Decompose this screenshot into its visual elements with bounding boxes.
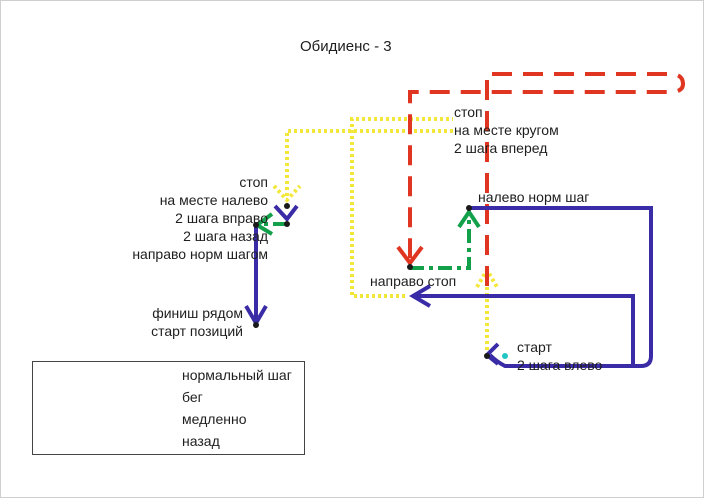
point-finish [253, 322, 259, 328]
label-line: на месте кругом [454, 122, 559, 138]
run-route [396, 72, 686, 286]
label-start: старт 2 шага влево [517, 338, 602, 374]
point-start [484, 353, 490, 359]
label-left-norm: налево норм шаг [478, 189, 590, 205]
slow-path-bottom-left [350, 117, 453, 298]
label-line: 2 шага назад [183, 228, 268, 244]
legend-item-back: назад [33, 430, 304, 452]
legend-label: назад [182, 433, 220, 449]
point-right-stop [407, 264, 413, 270]
legend: нормальный шаг бег медленно назад [32, 361, 305, 455]
label-line: старт позиций [151, 323, 243, 339]
start-marker [502, 353, 508, 359]
label-right-stop: направо стоп [370, 273, 457, 289]
legend-item-normal: нормальный шаг [33, 364, 304, 386]
run-arrowhead [396, 245, 424, 267]
normal-route [244, 204, 653, 368]
label-line: стоп [239, 174, 268, 190]
label-line: направо норм шагом [132, 246, 268, 262]
normal-arrowhead-stop-left [273, 204, 299, 223]
label-line: 2 шага влево [517, 357, 603, 373]
legend-item-run: бег [33, 386, 304, 408]
back-path-right [410, 212, 471, 270]
diagram-title: Обидиенс - 3 [300, 38, 392, 55]
waypoints [253, 203, 508, 359]
back-route [253, 208, 481, 270]
legend-label: бег [182, 389, 203, 405]
run-path [408, 72, 686, 286]
legend-item-slow: медленно [33, 408, 304, 430]
back-arrowhead-up [457, 208, 481, 229]
label-line: стоп [454, 104, 483, 120]
normal-path-return [412, 294, 640, 368]
point-turn-left [253, 222, 259, 228]
label-line: финиш рядом [152, 305, 243, 321]
legend-label: нормальный шаг [182, 367, 292, 383]
label-stop-left: стоп на месте налево 2 шага вправо 2 шаг… [70, 173, 268, 263]
label-line: 2 шага вправо [175, 210, 268, 226]
label-line: старт [517, 339, 552, 355]
label-stop-top: стоп на месте кругом 2 шага вперед [454, 103, 559, 157]
label-line: 2 шага вперед [454, 140, 548, 156]
label-finish: финиш рядом старт позиций [100, 304, 243, 340]
point-stop-left-top [284, 203, 290, 209]
slow-arrowhead-down [272, 184, 302, 203]
legend-label: медленно [182, 411, 247, 427]
label-line: на месте налево [159, 192, 268, 208]
normal-arrowhead-left [409, 284, 432, 308]
point-left-norm [466, 205, 472, 211]
point-stop-left-bottom [284, 221, 290, 227]
slow-path-to-left-stop [285, 129, 453, 198]
